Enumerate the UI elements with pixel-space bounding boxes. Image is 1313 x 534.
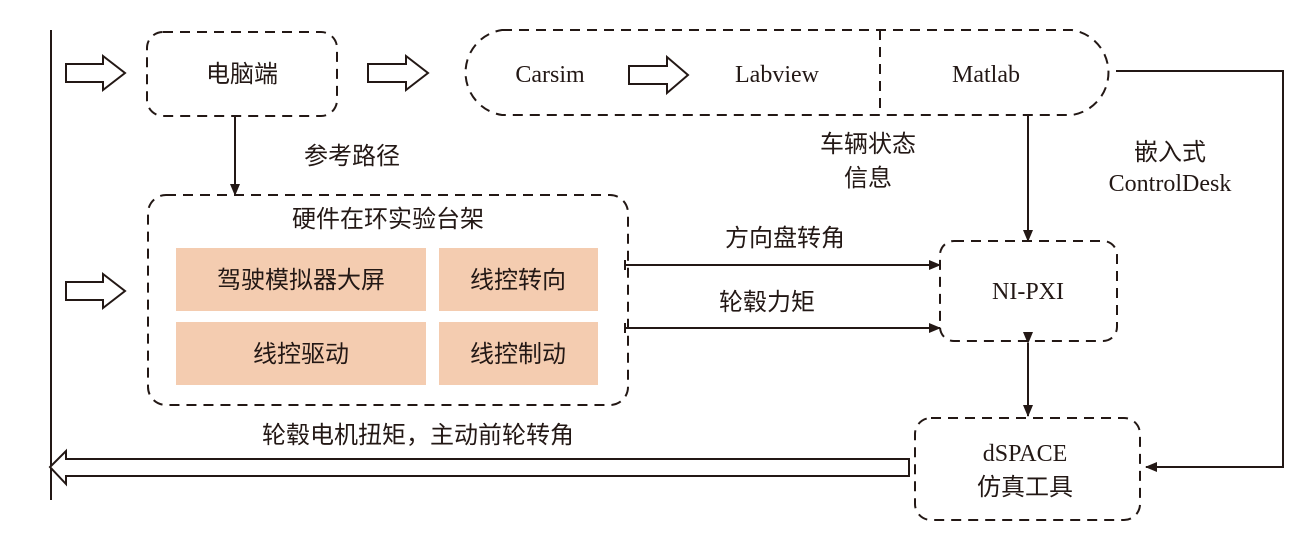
hil-rig-box: [147, 194, 629, 406]
labview-label: Labview: [735, 62, 820, 88]
software-pill-border: [464, 29, 1110, 116]
ni-pxi-node[interactable]: NI-PXI: [939, 240, 1118, 342]
software-group[interactable]: Carsim Labview Matlab: [464, 29, 1110, 116]
reference-path-label: 参考路径: [304, 142, 400, 170]
pc-label: 电脑端: [206, 60, 278, 88]
hil-rig-node[interactable]: 硬件在环实验台架 驾驶模拟器大屏 线控转向 线控驱动 线控制动: [147, 194, 629, 406]
matlab-label: Matlab: [952, 62, 1020, 88]
feedback-label: 轮毂电机扭矩，主动前轮转角: [262, 421, 574, 449]
cell-label: 线控制动: [470, 340, 566, 368]
hollow-arrow-to-software: [367, 53, 430, 93]
hollow-arrow-to-hil: [65, 271, 127, 311]
cell-bg: [176, 322, 426, 385]
cell-label: 线控驱动: [253, 340, 349, 368]
hil-cell-steer-by-wire[interactable]: 线控转向: [439, 248, 598, 311]
cell-label: 线控转向: [470, 266, 566, 294]
cell-label: 驾驶模拟器大屏: [217, 266, 385, 294]
cell-bg: [176, 248, 426, 311]
cell-bg: [439, 248, 598, 311]
controldesk-connector: [1116, 70, 1284, 472]
dspace-sublabel: 仿真工具: [977, 473, 1073, 501]
hil-cell-driving-simulator[interactable]: 驾驶模拟器大屏: [176, 248, 426, 311]
hil-cell-brake-by-wire[interactable]: 线控制动: [439, 322, 598, 385]
hil-rig-title: 硬件在环实验台架: [292, 205, 484, 233]
ni-pxi-box: [939, 240, 1118, 342]
dspace-node[interactable]: dSPACE 仿真工具: [914, 417, 1141, 521]
ni-pxi-label: NI-PXI: [992, 279, 1064, 305]
hub-torque-label: 轮毂力矩: [719, 288, 815, 316]
pc-box: [146, 31, 338, 117]
feedback-hollow-arrow: [48, 448, 910, 487]
carsim-label: Carsim: [515, 62, 585, 88]
dspace-box: [914, 417, 1141, 521]
controldesk-label: ControlDesk: [1109, 171, 1232, 197]
steering-angle-label: 方向盘转角: [725, 224, 845, 252]
dspace-label: dSPACE: [983, 441, 1068, 467]
hil-cell-drive-by-wire[interactable]: 线控驱动: [176, 322, 426, 385]
embedded-label: 嵌入式: [1134, 138, 1206, 166]
cell-bg: [439, 322, 598, 385]
vehicle-state-label-line2: 信息: [844, 164, 892, 192]
hollow-arrow-to-pc: [65, 53, 127, 93]
pc-node[interactable]: 电脑端: [146, 31, 338, 117]
hollow-arrow-carsim-to-labview: [628, 54, 690, 96]
vehicle-state-label-line1: 车辆状态: [820, 130, 916, 158]
